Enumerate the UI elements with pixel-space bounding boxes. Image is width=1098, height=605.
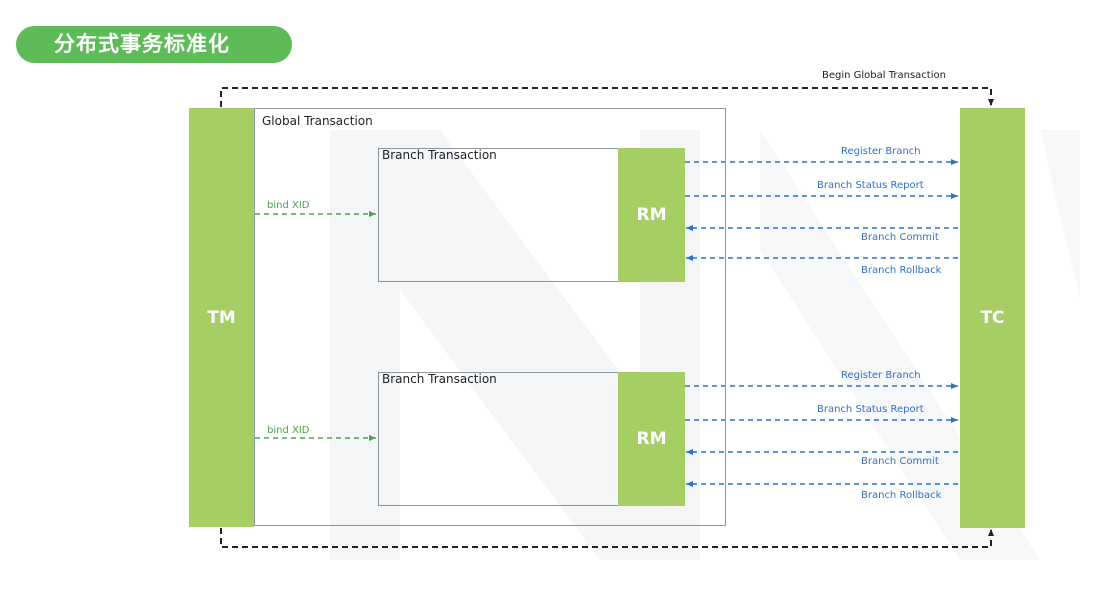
branch-rollback-label: Branch Rollback xyxy=(861,490,942,501)
global-transaction-label: Global Transaction xyxy=(262,114,373,128)
page-title: 分布式事务标准化 xyxy=(16,26,292,63)
rm-block: RM xyxy=(618,148,685,282)
branch-commit-label: Branch Commit xyxy=(861,232,939,243)
rm-label: RM xyxy=(636,205,667,225)
global-loop-bottom xyxy=(220,528,994,548)
rm-label: RM xyxy=(636,429,667,449)
tm-block: TM xyxy=(189,108,254,527)
bind-xid-label: bind XID xyxy=(267,200,310,211)
branch-transaction-box xyxy=(378,372,620,506)
branch-status-report-label: Branch Status Report xyxy=(817,404,924,415)
global-transaction-box xyxy=(254,108,726,526)
register-branch-label: Register Branch xyxy=(841,146,921,157)
tm-label: TM xyxy=(207,307,236,328)
tc-block: TC xyxy=(960,108,1025,528)
register-branch-label: Register Branch xyxy=(841,370,921,381)
tc-label: TC xyxy=(980,308,1005,328)
branch-commit-label: Branch Commit xyxy=(861,456,939,467)
bind-xid-label: bind XID xyxy=(267,425,310,436)
branch-transaction-label: Branch Transaction xyxy=(382,372,497,386)
branch-status-report-label: Branch Status Report xyxy=(817,180,924,191)
branch-rollback-label: Branch Rollback xyxy=(861,265,942,276)
begin-global-loop-top xyxy=(220,87,994,107)
rm-block: RM xyxy=(618,372,685,506)
branch-transaction-box xyxy=(378,148,620,282)
branch-transaction-label: Branch Transaction xyxy=(382,148,497,162)
begin-global-transaction-label: Begin Global Transaction xyxy=(822,70,946,81)
